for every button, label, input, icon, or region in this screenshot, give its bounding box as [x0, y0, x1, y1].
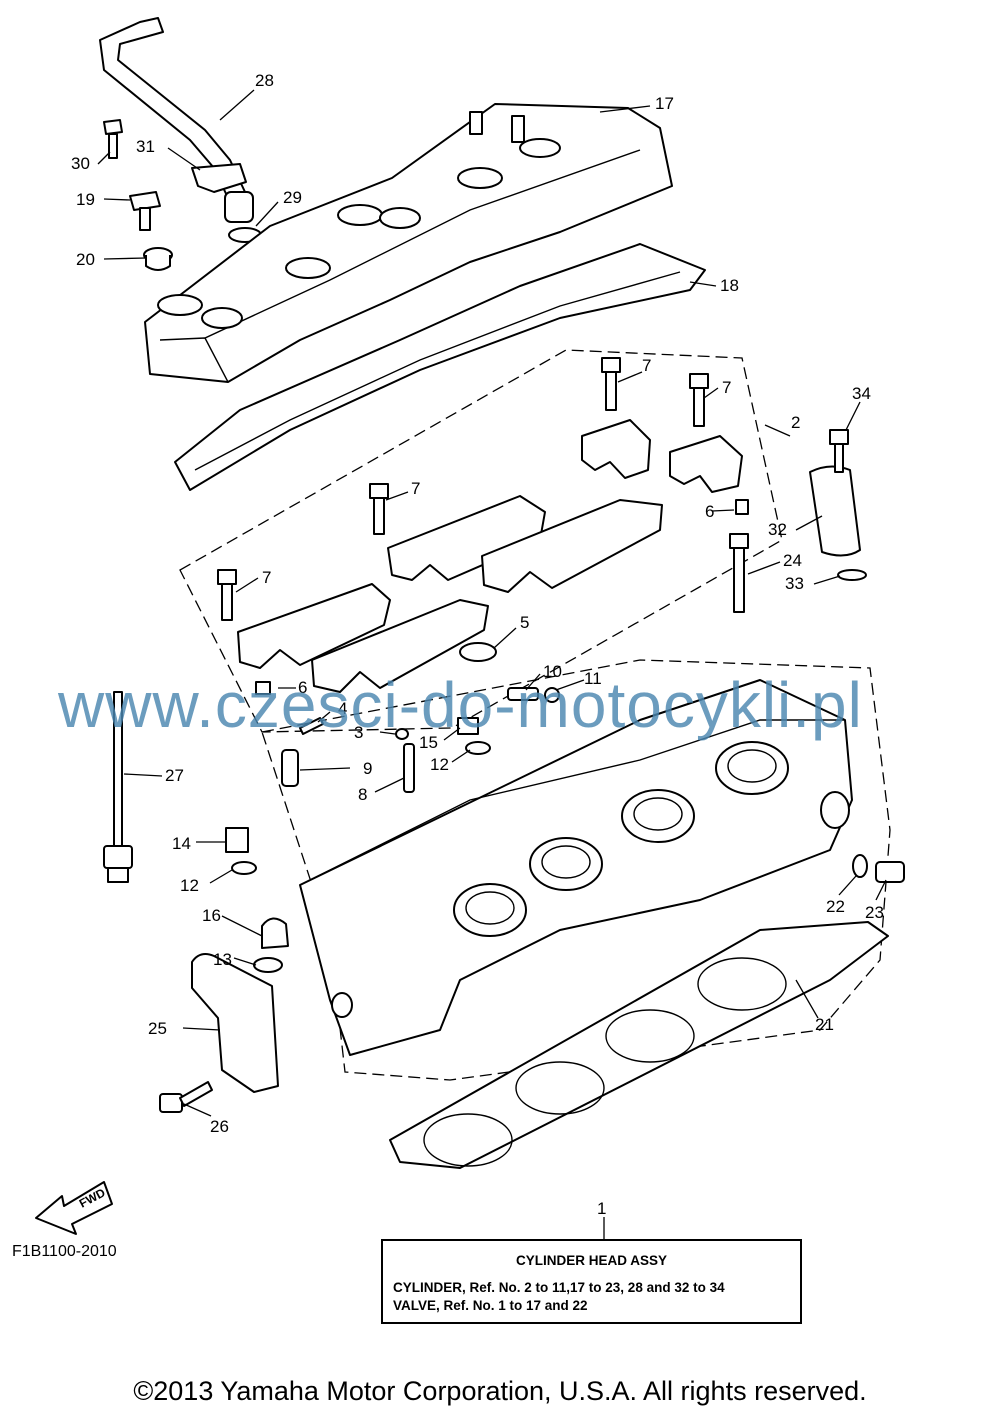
temp-sensor [103, 691, 133, 883]
seal-4 [299, 717, 324, 735]
cap-bolts [217, 357, 709, 621]
callout-23: 23 [865, 903, 884, 922]
callout-3: 3 [354, 723, 363, 742]
bolt-19 [129, 191, 161, 231]
callout-15: 15 [419, 733, 438, 752]
legend-title: CYLINDER HEAD ASSY [515, 1253, 668, 1268]
bolt-30 [103, 119, 123, 159]
head-cover-gasket [174, 243, 706, 491]
dowel-pin [735, 499, 749, 515]
bolt-10 [507, 687, 539, 701]
washer-12 [465, 741, 491, 755]
callout-7a: 7 [642, 356, 651, 375]
callout-22: 22 [826, 897, 845, 916]
copyright-notice: ©2013 Yamaha Motor Corporation, U.S.A. A… [133, 1376, 867, 1406]
callout-7d: 7 [262, 568, 271, 587]
callout-5: 5 [520, 613, 529, 632]
washer-22 [852, 854, 868, 878]
cylinder-head [299, 679, 853, 1056]
head-cover [144, 103, 673, 383]
callout-6b: 6 [705, 502, 714, 521]
callout-30: 30 [71, 154, 90, 173]
callout-10: 10 [543, 662, 562, 681]
callout-19: 19 [76, 190, 95, 209]
nut-15 [457, 717, 479, 735]
callout-33: 33 [785, 574, 804, 593]
callout-1: 1 [597, 1199, 606, 1218]
watermark-text: www.czesci-do-motocykli.pl [58, 669, 863, 741]
camshaft-caps [237, 419, 743, 693]
callout-29: 29 [283, 188, 302, 207]
callout-12a: 12 [430, 755, 449, 774]
callout-14: 14 [172, 834, 191, 853]
callout-24: 24 [783, 551, 802, 570]
breather-hose [99, 17, 254, 223]
callout-4: 4 [338, 699, 347, 718]
washer-13 [253, 957, 283, 973]
callout-11: 11 [584, 669, 602, 688]
diagram-code: F1B1100-2010 [12, 1243, 117, 1260]
head-outline [261, 659, 891, 1081]
tensioner-cap [809, 429, 867, 581]
guide-9 [281, 749, 299, 787]
washer-11 [544, 687, 560, 703]
callout-31: 31 [136, 137, 155, 156]
plug-5 [459, 642, 497, 662]
callout-32: 32 [768, 520, 787, 539]
callout-20: 20 [76, 250, 95, 269]
dowel-pin-2 [255, 681, 271, 695]
callout-2: 2 [791, 413, 800, 432]
callout-16: 16 [202, 906, 221, 925]
head-gasket [389, 921, 889, 1169]
guide-8 [403, 743, 415, 793]
callout-6a: 6 [298, 678, 307, 697]
callout-34: 34 [852, 384, 871, 403]
cap-nut-16 [261, 917, 289, 949]
legend-line-valve: VALVE, Ref. No. 1 to 17 and 22 [393, 1298, 588, 1313]
callout-7c: 7 [411, 479, 420, 498]
bracket-25 [191, 953, 279, 1093]
nut-14 [225, 827, 249, 853]
fwd-arrow-icon: FWD [35, 1181, 113, 1235]
callout-numbers: 1 2 3 4 5 6 6 7 7 7 7 8 9 10 11 12 12 13… [71, 71, 884, 1218]
callout-25: 25 [148, 1019, 167, 1038]
clip-3 [395, 728, 409, 740]
assembly-legend-box: CYLINDER HEAD ASSY CYLINDER, Ref. No. 2 … [381, 1239, 802, 1324]
callout-7b: 7 [722, 378, 731, 397]
callout-13: 13 [213, 950, 232, 969]
callout-8: 8 [358, 785, 367, 804]
grommet-20 [143, 247, 173, 271]
callout-12b: 12 [180, 876, 199, 895]
washer-12b [231, 861, 257, 875]
callout-27: 27 [165, 766, 184, 785]
callout-9: 9 [363, 759, 372, 778]
callout-18: 18 [720, 276, 739, 295]
bolt-26 [159, 1081, 213, 1113]
callout-17: 17 [655, 94, 674, 113]
plug-23 [875, 861, 905, 883]
legend-line-cylinder: CYLINDER, Ref. No. 2 to 11,17 to 23, 28 … [393, 1280, 725, 1295]
long-bolt [729, 533, 749, 613]
hose-bracket [191, 163, 247, 193]
callout-26: 26 [210, 1117, 229, 1136]
callout-28: 28 [255, 71, 274, 90]
callout-21: 21 [815, 1015, 834, 1034]
leader-lines [97, 89, 887, 1239]
